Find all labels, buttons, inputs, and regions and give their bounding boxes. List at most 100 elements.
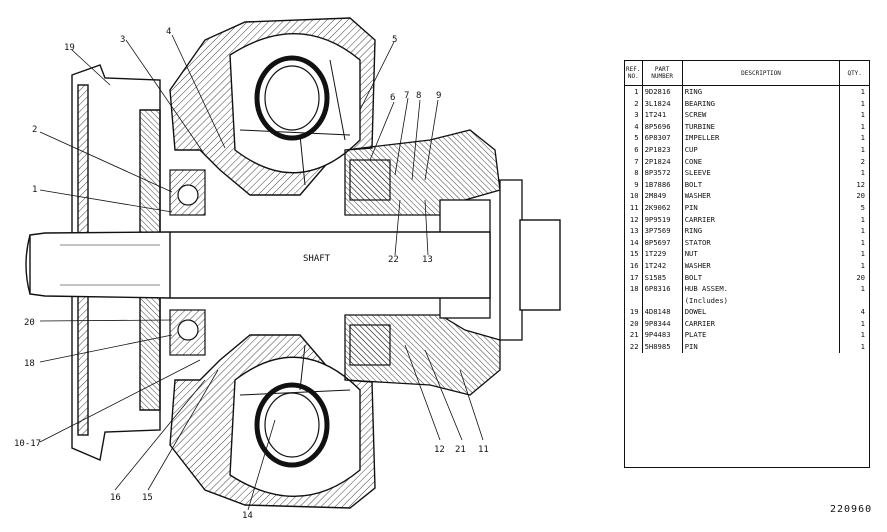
description-cell: RING	[682, 225, 841, 237]
callout-11: 11	[478, 445, 489, 455]
parts-list-header: REF. NO. PART NUMBER DESCRIPTION QTY.	[625, 61, 869, 86]
ref-cell: 20	[625, 317, 643, 330]
ref-cell: 19	[625, 306, 643, 318]
part-number-cell: 6P8307	[642, 132, 683, 144]
callout-3: 3	[120, 35, 125, 45]
callout-2: 2	[32, 125, 37, 135]
drawing-number: 220960	[830, 504, 873, 515]
ref-cell: 11	[625, 201, 643, 214]
description-cell: CARRIER	[682, 213, 841, 226]
ref-cell: 14	[625, 236, 643, 249]
callout-4: 4	[166, 27, 171, 37]
ref-cell: 5	[625, 132, 643, 144]
ref-cell: 22	[625, 341, 643, 353]
part-number-cell: 5H8985	[642, 341, 683, 353]
callout-19: 19	[64, 43, 75, 53]
qty-cell: 1	[860, 110, 865, 120]
ref-cell: 6	[625, 143, 643, 156]
part-number-cell: 1T241	[642, 109, 683, 121]
ref-cell: 4	[625, 120, 643, 133]
qty-cell: 4	[860, 307, 865, 317]
description-cell: WASHER	[682, 259, 841, 272]
qty-cell: 20	[856, 272, 865, 282]
description-cell: BOLT	[682, 271, 841, 284]
ref-cell: 17	[625, 271, 643, 284]
header-qty: QTY.	[839, 61, 869, 86]
description-cell: BEARING	[682, 97, 841, 110]
ref-cell	[625, 294, 643, 307]
part-number-cell	[642, 294, 683, 307]
qty-cell: 12	[856, 179, 865, 189]
qty-cell: 1	[860, 133, 865, 143]
torque-converter-section-drawing: SHAFT 19 3 4 5 6 7 8 9 2 1 22	[14, 17, 561, 521]
ref-cell: 9	[625, 178, 643, 191]
part-number-cell: 9P8344	[642, 317, 683, 330]
description-cell: CONE	[682, 155, 841, 168]
callout-20: 20	[24, 318, 35, 328]
qty-cell: 1	[860, 214, 865, 224]
ref-cell: 2	[625, 97, 643, 110]
ref-cell: 18	[625, 283, 643, 295]
table-row: (Includes)	[625, 294, 869, 307]
ref-cell: 16	[625, 259, 643, 272]
ref-cell: 3	[625, 109, 643, 121]
ref-cell: 12	[625, 213, 643, 226]
callout-16: 16	[110, 493, 121, 503]
description-cell: SLEEVE	[682, 167, 841, 179]
qty-cell: 1	[860, 121, 865, 131]
qty-cell: 1	[860, 260, 865, 270]
part-number-cell: 2P1823	[642, 143, 683, 156]
part-number-cell: 2K9062	[642, 201, 683, 214]
description-cell: SCREW	[682, 109, 841, 121]
callout-12: 12	[434, 445, 445, 455]
part-number-cell: 9P4483	[642, 329, 683, 342]
shaft	[25, 219, 561, 311]
description-cell: IMPELLER	[682, 132, 841, 144]
part-number-cell: 8P5697	[642, 236, 683, 249]
description-cell: PIN	[682, 201, 841, 214]
lower-housing	[169, 334, 376, 509]
callout-15: 15	[142, 493, 153, 503]
header-description: DESCRIPTION	[682, 61, 841, 86]
callout-6: 6	[390, 93, 395, 103]
shaft-label: SHAFT	[303, 254, 331, 264]
description-cell: (Includes)	[682, 294, 841, 307]
callout-leaders	[39, 34, 484, 511]
qty-cell: 1	[860, 144, 865, 154]
callout-7: 7	[404, 91, 409, 101]
part-number-cell: 4D8148	[642, 306, 683, 318]
description-cell: PIN	[682, 341, 841, 353]
callout-13: 13	[422, 255, 433, 265]
qty-cell: 20	[856, 191, 865, 201]
callout-5: 5	[392, 35, 397, 45]
part-number-cell: 3P7569	[642, 225, 683, 237]
part-number-cell: 1T242	[642, 259, 683, 272]
qty-cell	[840, 295, 869, 307]
callout-9: 9	[436, 91, 441, 101]
ref-cell: 7	[625, 155, 643, 168]
callout-14: 14	[242, 511, 253, 521]
description-cell: NUT	[682, 248, 841, 260]
ref-cell: 13	[625, 225, 643, 237]
part-number-cell: 3L1824	[642, 97, 683, 110]
part-number-cell: 1B7886	[642, 178, 683, 191]
qty-cell: 1	[860, 87, 865, 96]
ref-cell: 1	[625, 85, 643, 98]
